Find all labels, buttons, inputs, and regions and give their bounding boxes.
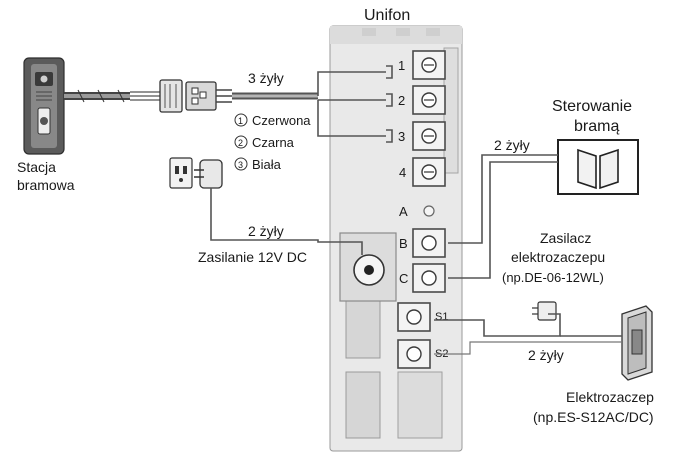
terminal-label-2: 2: [398, 93, 405, 108]
terminal-s2: [397, 339, 431, 369]
power-adapter-icon: [194, 159, 223, 189]
wire-3-label: Biała: [252, 157, 282, 172]
lock-psu-icon: [532, 301, 557, 321]
terminal-3: [412, 121, 446, 151]
wire-color-legend: 1 Czerwona 2 Czarna 3 Biała: [234, 113, 311, 172]
terminal-a: [423, 205, 435, 217]
three-wires-label: 3 żyły: [248, 70, 284, 86]
terminal-label-c: C: [399, 271, 408, 286]
gate-icon: [557, 139, 639, 195]
electric-strike-icon: [621, 305, 653, 381]
terminal-label-1: 1: [398, 58, 405, 73]
terminal-label-4: 4: [399, 165, 406, 180]
terminal-label-a: A: [399, 204, 408, 219]
three-wire-cable: [232, 65, 393, 143]
gate-wires-label: 2 żyły: [494, 137, 530, 153]
terminal-2: [412, 85, 446, 115]
lock-psu-label-1: Zasilacz: [540, 230, 591, 246]
gate-control-label-1: Sterowanie: [552, 98, 632, 115]
wire-2-label: Czarna: [252, 135, 295, 150]
wire-1-label: Czerwona: [252, 113, 311, 128]
gate-cable: [64, 89, 160, 103]
power-wire: [210, 188, 363, 255]
lock-label-2: (np.ES-S12AC/DC): [533, 409, 654, 425]
terminal-label-3: 3: [398, 129, 405, 144]
unifon-title: Unifon: [364, 7, 410, 24]
gate-control-label-2: bramą: [574, 118, 619, 135]
terminal-4: [412, 157, 446, 187]
power-supply-label: Zasilanie 12V DC: [198, 249, 307, 265]
lock-psu-label-2: elektrozaczepu: [511, 249, 605, 265]
terminal-c: [412, 263, 446, 293]
lock-label-1: Elektrozaczep: [566, 389, 654, 405]
gate-wire-2: [448, 161, 558, 279]
lock-wire-1: [434, 313, 561, 337]
gate-station-label-1: Stacja: [17, 159, 56, 175]
terminal-label-s1: S1: [435, 311, 448, 323]
svg-text:3: 3: [238, 160, 243, 170]
terminal-1: [412, 50, 446, 80]
gate-station-label-2: bramowa: [17, 177, 75, 193]
lock-wires-label: 2 żyły: [528, 347, 564, 363]
lock-psu-label-3: (np.DE-06-12WL): [502, 270, 604, 285]
svg-text:1: 1: [238, 116, 243, 126]
svg-text:2: 2: [238, 138, 243, 148]
power-wires-label: 2 żyły: [248, 223, 284, 239]
gate-station-device: [23, 57, 65, 155]
lock-wire-2: [434, 341, 622, 355]
power-outlet-icon: [169, 157, 193, 189]
terminal-label-b: B: [399, 236, 408, 251]
connector-plug: [159, 79, 232, 113]
gate-wire-1: [448, 154, 558, 244]
terminal-s1: [397, 302, 431, 332]
terminal-b: [412, 228, 446, 258]
